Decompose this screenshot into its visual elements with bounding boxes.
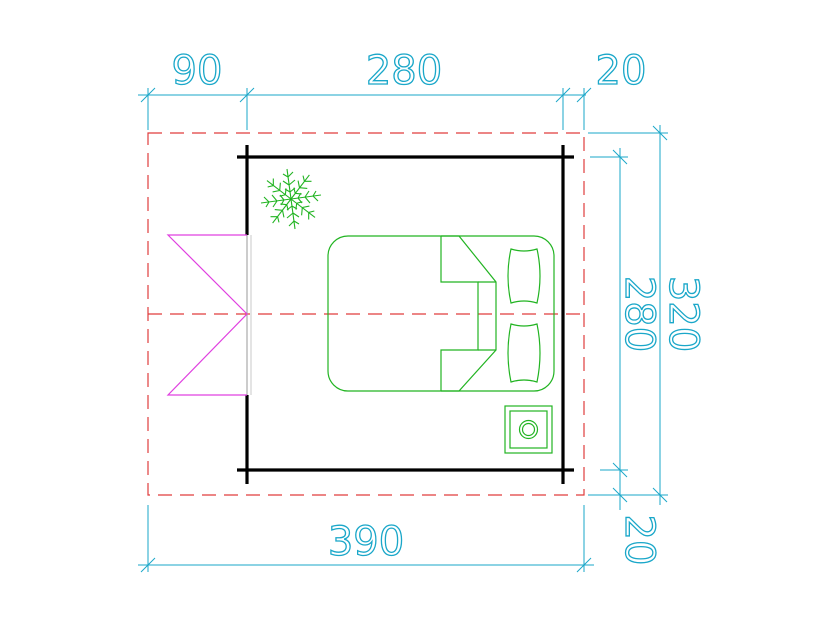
- dim-top-right: 20: [596, 48, 647, 94]
- overhang-outline: [147, 132, 585, 496]
- dim-right-outer: 320: [660, 276, 706, 352]
- dim-right-bottom: 20: [616, 515, 662, 566]
- door-icon: [166, 234, 248, 396]
- bed-icon: [327, 235, 555, 392]
- dim-bottom: 390: [328, 519, 404, 565]
- dim-top-middle: 280: [366, 48, 442, 94]
- walls: [237, 145, 574, 484]
- dim-right-inner: 280: [616, 276, 662, 352]
- nightstand-icon: [504, 405, 553, 454]
- plant-icon: [260, 168, 322, 230]
- dimension-lines: [138, 87, 668, 573]
- dim-top-left: 90: [172, 48, 223, 94]
